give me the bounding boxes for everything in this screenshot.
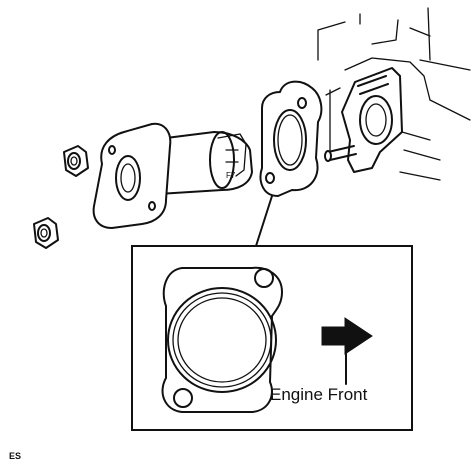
engine-block (317, 7, 471, 181)
detail-box (131, 245, 413, 431)
figure-code: ES (9, 451, 21, 461)
gasket-detail (161, 266, 283, 413)
engine-front-label: Engine Front (270, 385, 368, 404)
nut-lower (33, 217, 59, 249)
nut-upper (63, 145, 89, 177)
valve-body: F7 (92, 122, 253, 229)
svg-text:F7: F7 (226, 171, 236, 180)
gasket (259, 80, 323, 197)
right-arrow-icon (321, 317, 373, 355)
callout-leader (255, 195, 273, 247)
